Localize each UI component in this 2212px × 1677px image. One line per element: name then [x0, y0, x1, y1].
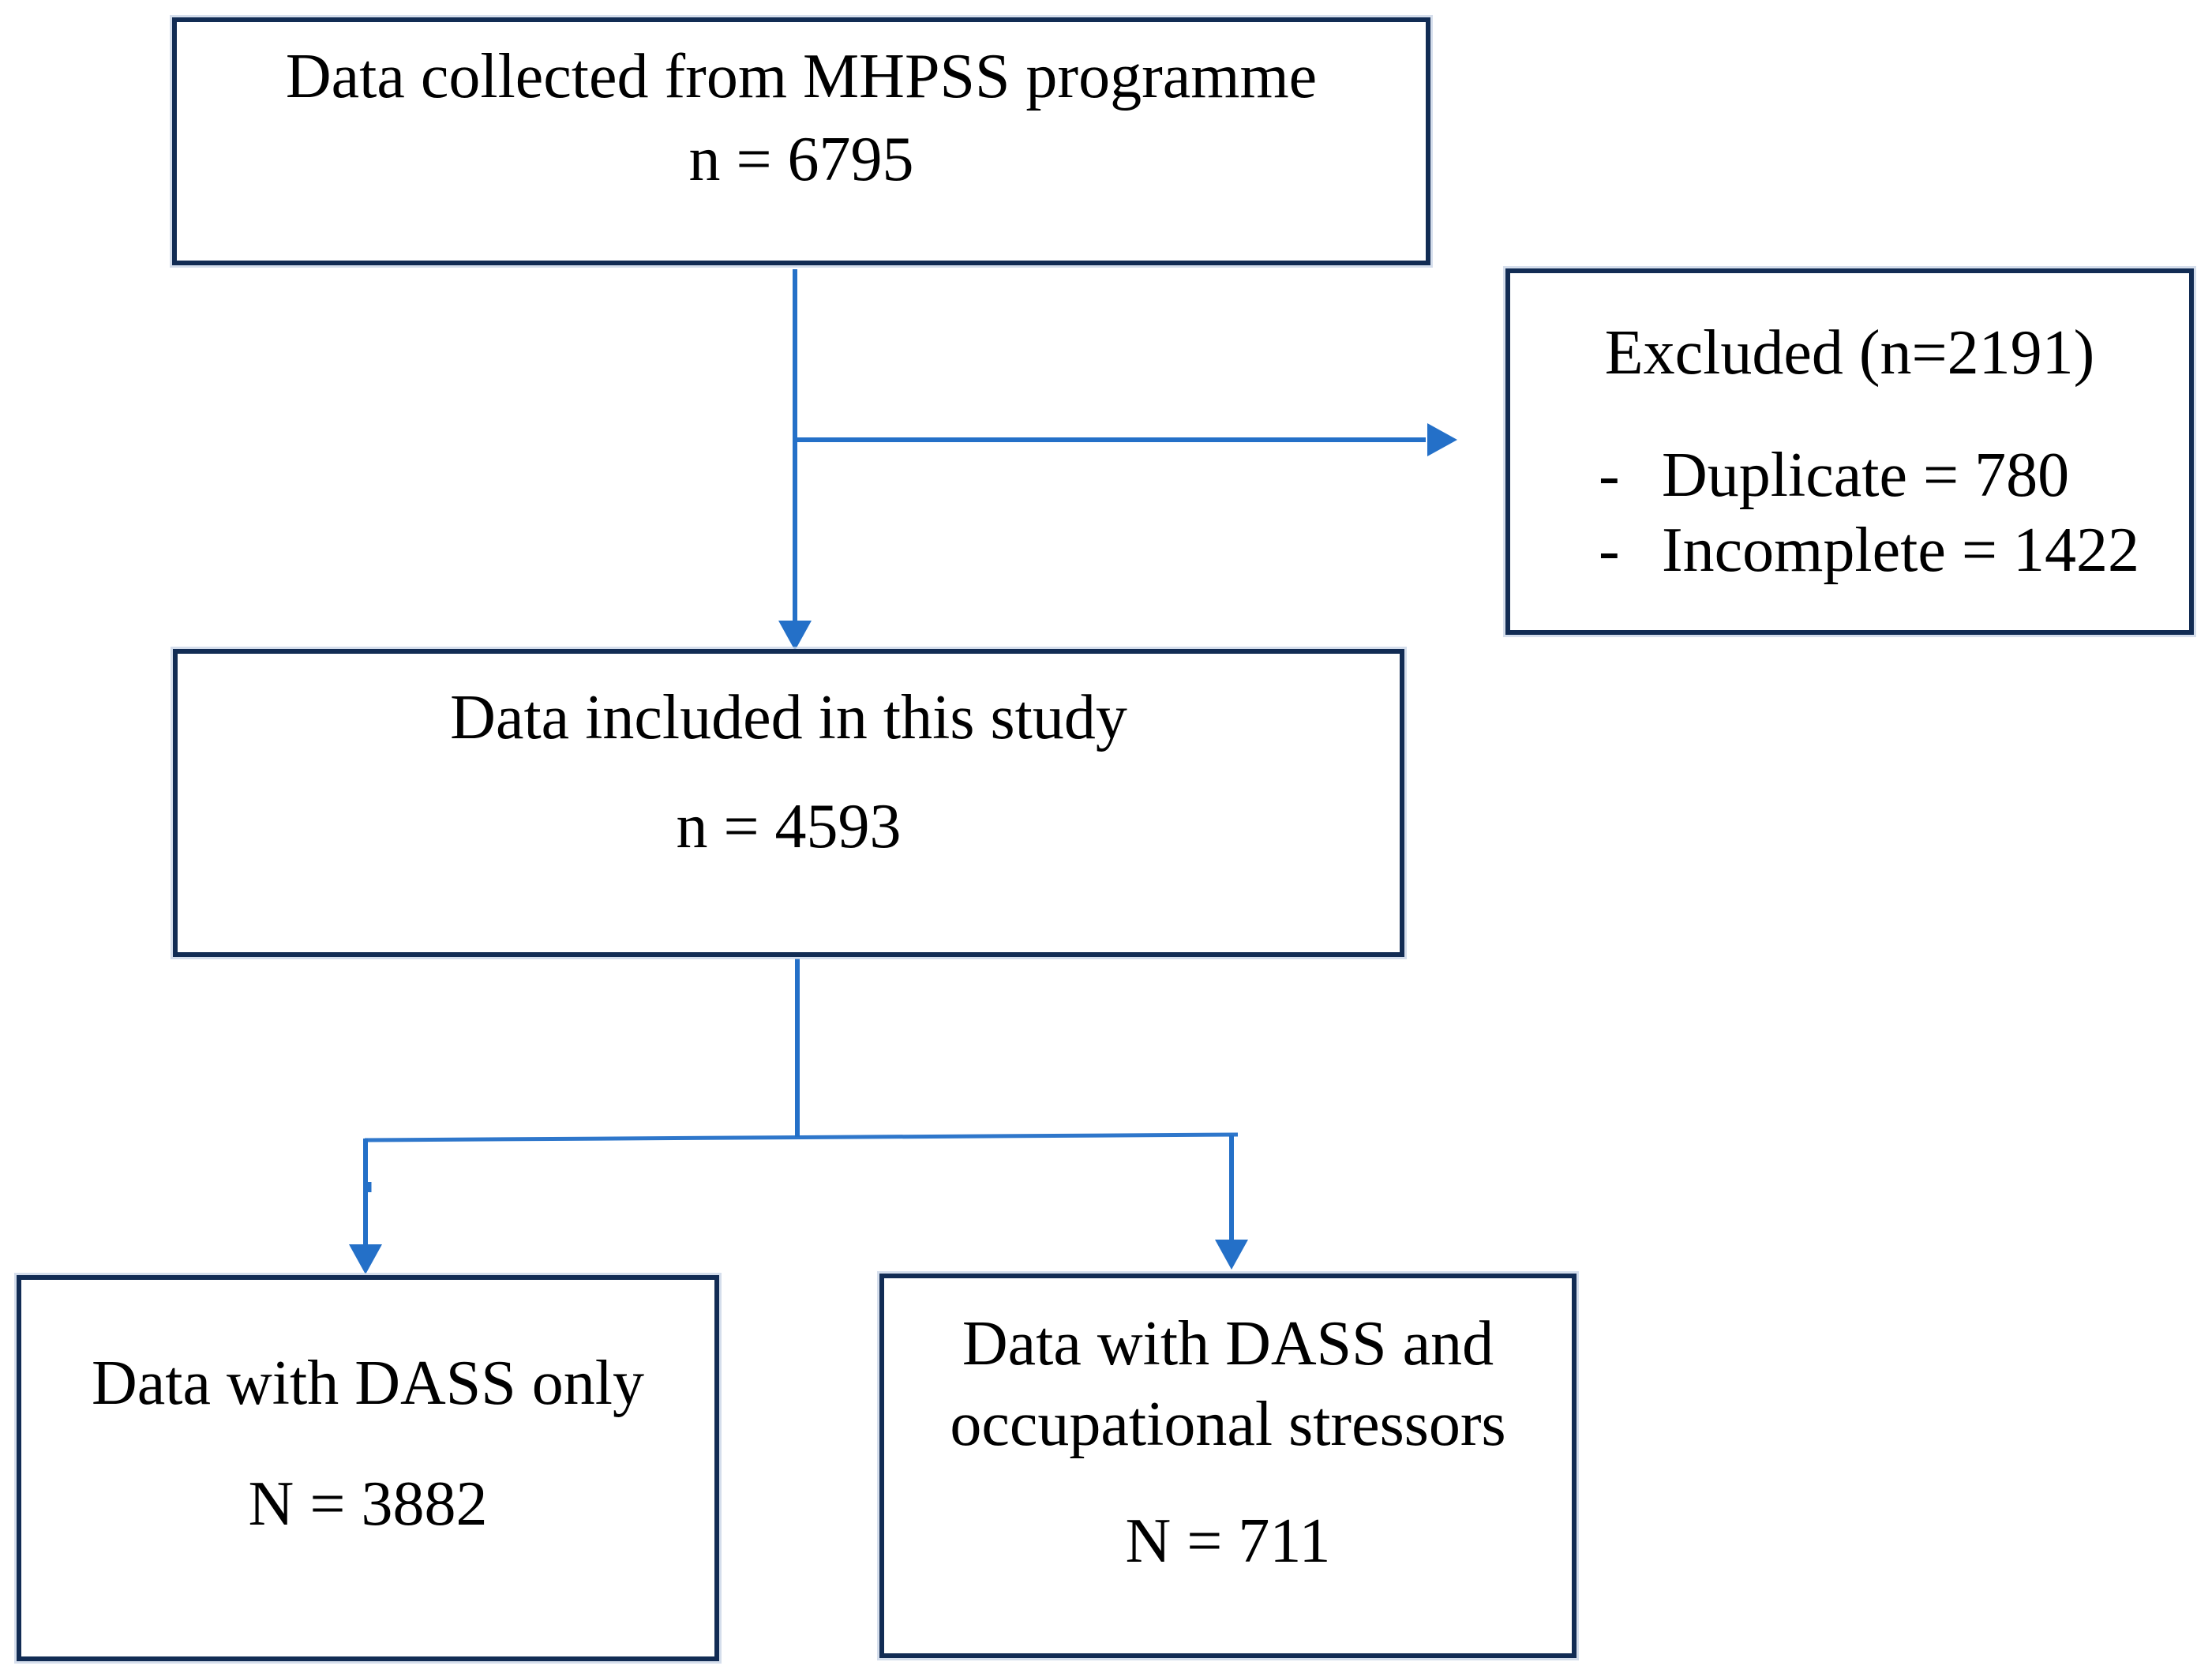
list-item: - Incomplete = 1422 — [1599, 519, 2189, 582]
dass-only-box-count: N = 3882 — [248, 1469, 488, 1539]
dass-only-box: Data with DASS only N = 3882 — [17, 1275, 719, 1661]
bullet-dash: - — [1599, 516, 1620, 585]
included-box: Data included in this study n = 4593 — [173, 649, 1404, 957]
excluded-reasons-list: - Duplicate = 780 - Incomplete = 1422 — [1510, 444, 2189, 582]
excluded-box: Excluded (n=2191) - Duplicate = 780 - In… — [1505, 268, 2194, 635]
branch-line — [364, 1132, 1239, 1142]
bullet-dash: - — [1599, 441, 1620, 510]
included-box-title: Data included in this study — [450, 683, 1127, 752]
excluded-reason-duplicate: Duplicate = 780 — [1662, 441, 2070, 510]
dass-stressors-box-count: N = 711 — [1125, 1506, 1331, 1576]
arrowhead-down-icon — [349, 1244, 382, 1274]
dass-stressors-box-title-line2: occupational stressors — [950, 1390, 1506, 1459]
source-box: Data collected from MHPSS programme n = … — [172, 17, 1430, 265]
included-box-count: n = 4593 — [676, 792, 902, 861]
arrowhead-right-icon — [1427, 423, 1457, 456]
excluded-reason-incomplete: Incomplete = 1422 — [1662, 516, 2139, 585]
dass-stressors-box-title-line1: Data with DASS and — [962, 1309, 1494, 1379]
source-box-title: Data collected from MHPSS programme — [285, 42, 1318, 111]
arrowhead-down-icon — [1215, 1240, 1248, 1270]
dass-only-box-title: Data with DASS only — [92, 1349, 644, 1418]
excluded-box-title: Excluded (n=2191) — [1604, 318, 2095, 388]
arrowhead-down-icon — [778, 621, 812, 651]
source-box-count: n = 6795 — [688, 125, 914, 194]
list-item: - Duplicate = 780 — [1599, 444, 2189, 507]
dass-stressors-box: Data with DASS and occupational stressor… — [879, 1274, 1577, 1658]
